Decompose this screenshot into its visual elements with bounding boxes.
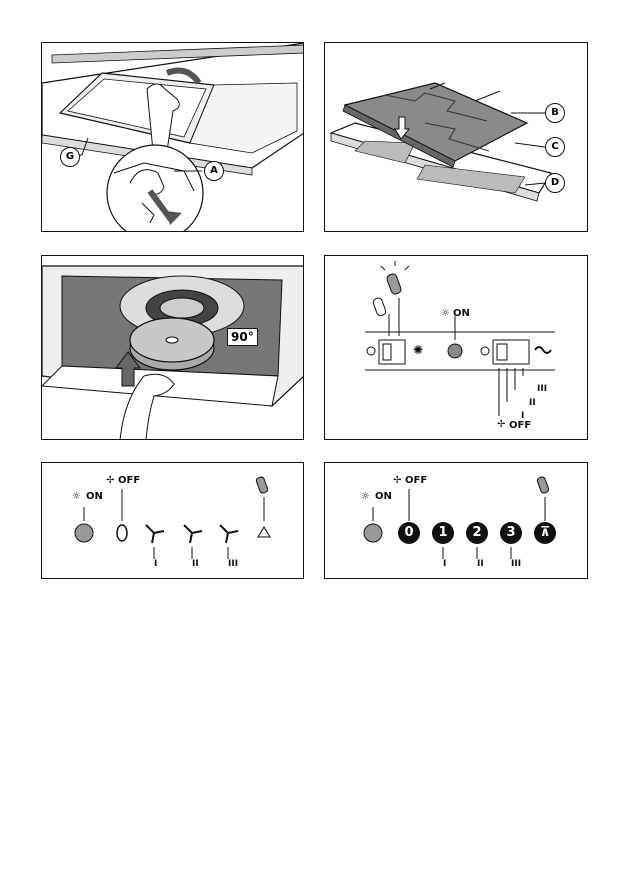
button-1[interactable]: 1 [432,522,454,544]
callout-c: C [545,137,565,157]
lamp-icon [536,476,550,494]
figure-6-drawing [363,476,550,559]
figure-4-drawing: ✺ [365,261,555,416]
callout-d: D [545,173,565,193]
button-3[interactable]: 3 [500,522,522,544]
sun-icon: ☼ [441,308,450,319]
figure-5-touch-controls: ☼ ON ✢ OFF I II III [41,462,304,579]
figure-3-carbon-filter-fitting: 90° [41,255,304,440]
fan-off-label: OFF [118,475,141,486]
callout-a: A [204,161,224,181]
figure-1-filter-removal: G A [41,42,304,232]
sun-icon: ☼ [72,491,81,502]
button-0[interactable]: 0 [398,522,420,544]
fan-icon [183,524,203,544]
button-2[interactable]: 2 [466,522,488,544]
lamp-icon [257,526,271,538]
sun-icon: ☼ [361,491,370,502]
speed-1-label: I [154,559,158,569]
fan-off-label: OFF [509,420,532,431]
figure-2-filter-layers: B C D [324,42,588,232]
fan-icon: ✢ [106,475,115,486]
speed-2-label: II [192,559,199,569]
lamp-icon [255,476,269,494]
speed-1-label: I [521,411,525,421]
light-on-label: ON [375,491,392,502]
speed-2-label: II [529,398,536,408]
fan-icon [219,524,239,544]
fan-off-label: OFF [405,475,428,486]
figure-5-drawing [74,476,271,559]
speed-3-label: III [511,559,522,569]
figure-6-numeric-controls: ☼ ON ✢ OFF 0 1 2 3 ⊼ I II III [324,462,588,579]
figure-4-control-panel-slider: ✺ ☼ ON III II I ✢ OFF [324,255,588,440]
speed-2-label: II [477,559,484,569]
figure-1-drawing [42,43,303,231]
intensive-button[interactable]: ⊼ [534,522,556,544]
speed-3-label: III [228,559,239,569]
fan-icon: ✢ [393,475,402,486]
fan-icon: ✢ [497,419,506,430]
callout-b: B [545,103,565,123]
speed-3-label: III [537,384,548,394]
figure-3-drawing [42,265,303,439]
light-on-label: ON [86,491,103,502]
lamp-icon [372,297,387,317]
angle-label: 90° [227,328,258,346]
svg-text:✺: ✺ [413,343,423,357]
fan-icon [145,524,165,544]
light-on-label: ON [453,308,470,319]
lamp-icon [380,261,410,295]
figure-2-drawing [329,82,552,202]
callout-g: G [60,147,80,167]
speed-1-label: I [443,559,447,569]
